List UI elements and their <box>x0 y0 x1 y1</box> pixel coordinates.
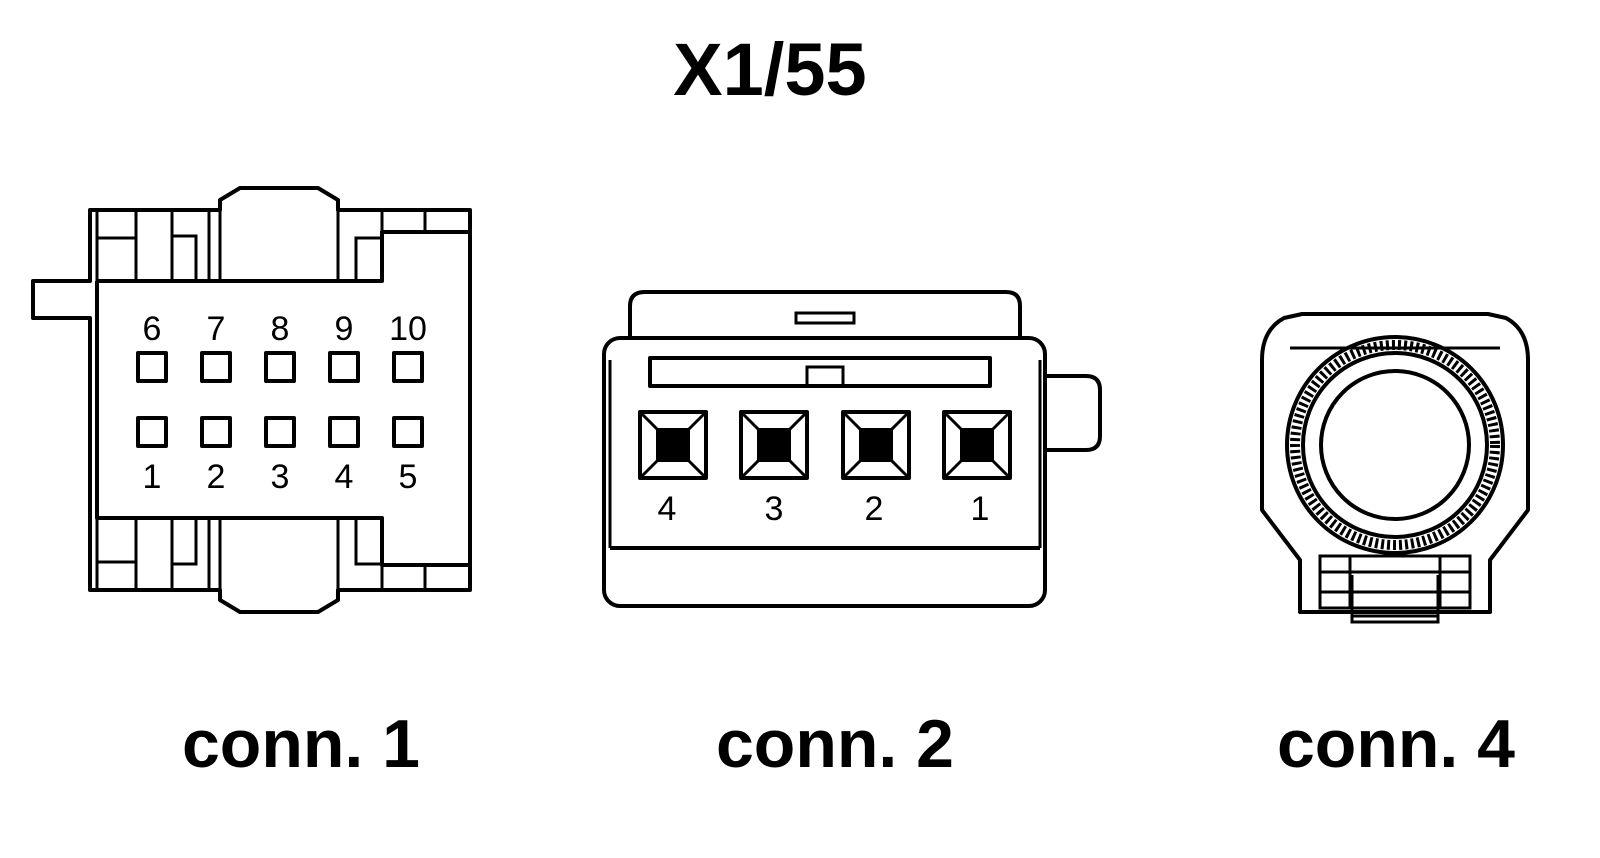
connector-1-top-latches <box>95 210 427 281</box>
connector-2: 4 3 2 1 <box>602 290 1102 608</box>
connector-1-pin-label: 3 <box>271 458 290 496</box>
connector-2-pin <box>739 410 809 480</box>
connector-1-pin <box>264 351 296 383</box>
connector-4-socket <box>1319 369 1471 521</box>
connector-1-pin <box>136 351 168 383</box>
connector-2-body <box>602 336 1047 608</box>
connector-2-side-latch <box>1045 374 1102 452</box>
connector-4-middle-ring <box>1301 351 1489 539</box>
connector-2-pin <box>942 410 1012 480</box>
connector-2-lock-bar <box>648 356 992 388</box>
connector-2-pin-label: 3 <box>765 490 784 528</box>
connector-1-bottom-latches <box>95 518 427 590</box>
connector-2-pin <box>638 410 708 480</box>
connector-1-pin-label: 1 <box>143 458 162 496</box>
connector-1-pin <box>200 416 232 448</box>
connector-2-pin-label: 2 <box>865 490 884 528</box>
connector-4-body <box>1260 312 1530 614</box>
connector-4-outer-ring <box>1285 335 1505 555</box>
connector-1-pin-label: 2 <box>207 458 226 496</box>
connector-2-top-slot <box>794 311 856 325</box>
connector-2-pin-label: 4 <box>658 490 677 528</box>
connector-1-pin <box>200 351 232 383</box>
connector-1-pin-label: 6 <box>143 310 162 348</box>
connector-1-pin <box>328 351 360 383</box>
connector-4-ribs <box>1290 340 1500 550</box>
connector-1-pin <box>264 416 296 448</box>
connector-4-caption: conn. 4 <box>1277 706 1515 782</box>
connector-2-top-cap <box>628 290 1022 338</box>
connector-1: 6 7 8 9 10 1 2 3 4 5 <box>31 186 472 614</box>
connector-1-pin <box>136 416 168 448</box>
connector-1-pin <box>328 416 360 448</box>
connector-1-caption: conn. 1 <box>182 706 420 782</box>
connector-1-body <box>31 186 472 614</box>
connector-1-pin-label: 4 <box>335 458 354 496</box>
connector-1-pin <box>392 351 424 383</box>
connector-1-pin-label: 9 <box>335 310 354 348</box>
connector-1-pin-label: 7 <box>207 310 226 348</box>
connector-2-pin-label: 1 <box>971 490 990 528</box>
connector-2-caption: conn. 2 <box>716 706 954 782</box>
connector-4-bottom-latch <box>1318 554 1472 624</box>
diagram-title: X1/55 <box>673 28 866 111</box>
connector-2-lock-tab <box>805 365 845 388</box>
connector-1-pin-label: 8 <box>271 310 290 348</box>
connector-1-pin-label: 5 <box>399 458 418 496</box>
connector-1-cavity <box>95 230 470 567</box>
connector-1-pin-label: 10 <box>389 310 427 348</box>
connector-4 <box>1260 312 1530 624</box>
connector-1-pin <box>392 416 424 448</box>
connector-2-pin <box>841 410 911 480</box>
